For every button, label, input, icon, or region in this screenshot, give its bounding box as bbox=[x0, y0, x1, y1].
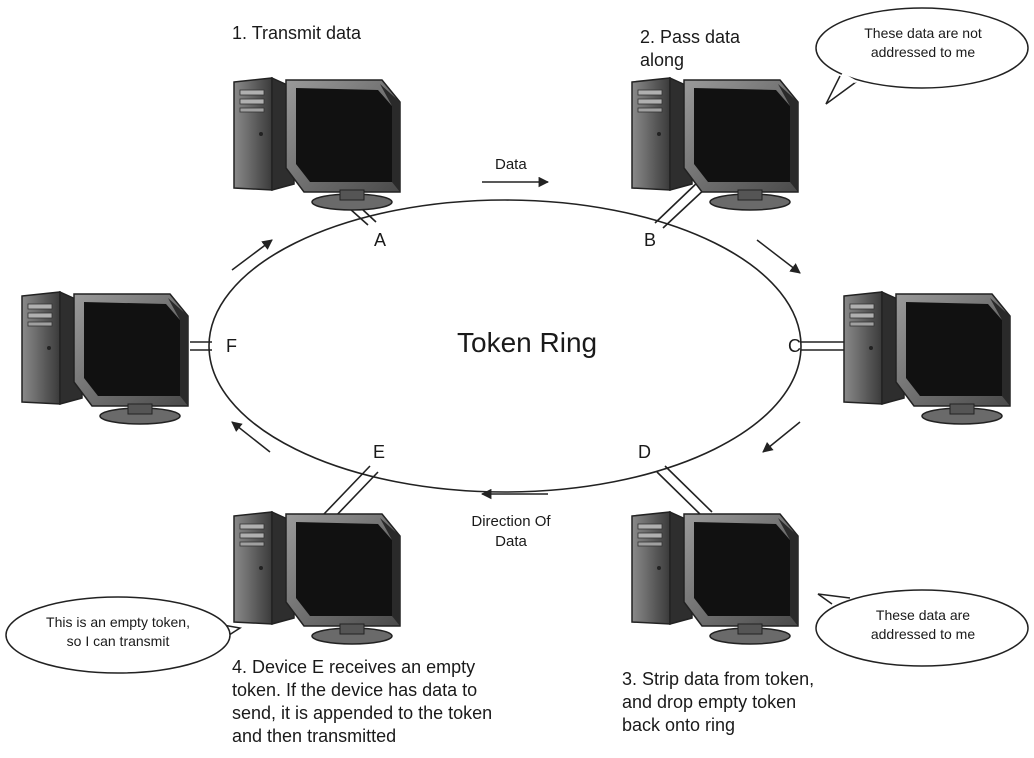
bubble-top-line-2: addressed to me bbox=[870, 44, 976, 60]
step-2-caption: 2. Pass data along bbox=[640, 26, 740, 72]
direction-label: Direction Of Data bbox=[470, 512, 552, 552]
connector-b bbox=[654, 179, 709, 229]
step-2-line-2: along bbox=[640, 50, 685, 70]
node-label-e: E bbox=[373, 442, 386, 462]
bubble-right-line-1: These data are bbox=[875, 607, 971, 623]
direction-label-line-2: Data bbox=[495, 533, 527, 550]
step-3-line-1: 3. Strip data from token, bbox=[622, 669, 815, 689]
step-3-line-2: and drop empty token bbox=[622, 692, 797, 712]
step-4-line-3: send, it is appended to the token bbox=[232, 703, 493, 723]
connector-e bbox=[323, 465, 379, 521]
diagram-title: Token Ring bbox=[457, 327, 598, 358]
node-label-b: B bbox=[644, 230, 657, 250]
bubble-top-shape bbox=[815, 7, 1029, 105]
connector-f bbox=[190, 341, 212, 351]
node-label-d: D bbox=[638, 442, 651, 462]
computer-e-icon bbox=[233, 511, 401, 645]
bubble-left-line-1: This is an empty token, bbox=[46, 614, 190, 630]
direction-label-line-1: Direction Of bbox=[471, 513, 551, 530]
computer-a-icon bbox=[233, 77, 401, 211]
step-4-line-2: token. If the device has data to bbox=[232, 680, 478, 700]
step-3-line-3: back onto ring bbox=[622, 715, 736, 735]
step-3-caption: 3. Strip data from token, and drop empty… bbox=[622, 668, 814, 737]
step-4-line-4: and then transmitted bbox=[232, 726, 397, 746]
arrow-e-f bbox=[231, 421, 271, 453]
node-label-f: F bbox=[226, 336, 237, 356]
bubble-right-shape bbox=[815, 589, 1029, 667]
computer-f-icon bbox=[21, 291, 189, 425]
bubble-left-text: This is an empty token, so I can transmi… bbox=[18, 613, 218, 651]
bubble-right-line-2: addressed to me bbox=[870, 626, 976, 642]
step-4-line-1: 4. Device E receives an empty bbox=[232, 657, 476, 677]
node-label-a: A bbox=[374, 230, 387, 250]
connector-c bbox=[801, 341, 848, 351]
step-4-caption: 4. Device E receives an empty token. If … bbox=[232, 656, 492, 748]
computer-c-icon bbox=[843, 291, 1011, 425]
arrow-c-d bbox=[762, 421, 801, 453]
bubble-left-shape bbox=[5, 596, 243, 674]
token-ring-ellipse bbox=[208, 199, 802, 493]
step-2-line-1: 2. Pass data bbox=[640, 27, 741, 47]
bubble-right-text: These data are addressed to me bbox=[828, 606, 1018, 644]
bubble-left-line-2: so I can transmit bbox=[66, 633, 170, 649]
data-arrow-label: Data bbox=[495, 156, 527, 173]
bubble-top-text: These data are not addressed to me bbox=[828, 24, 1018, 62]
connector-d bbox=[656, 465, 713, 519]
node-label-c: C bbox=[788, 336, 801, 356]
step-1-line-1: 1. Transmit data bbox=[232, 23, 362, 43]
computer-b-icon bbox=[631, 77, 799, 211]
bubble-top-line-1: These data are not bbox=[864, 25, 982, 41]
step-1-caption: 1. Transmit data bbox=[232, 22, 361, 45]
arrow-f-a bbox=[231, 239, 273, 271]
arrow-b-c bbox=[756, 239, 801, 274]
computer-d-icon bbox=[631, 511, 799, 645]
